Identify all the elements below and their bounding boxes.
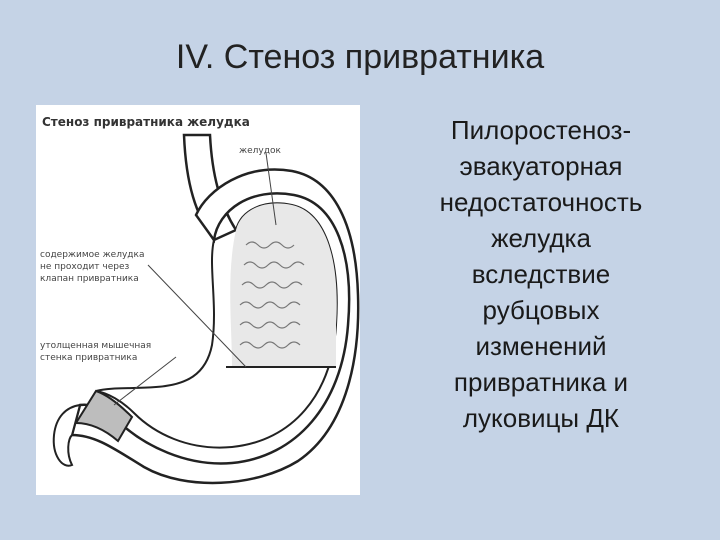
label-contents-line: содержимое желудка [40,250,145,260]
description-line: Пилоростеноз- [450,115,632,145]
description-line: изменений [475,331,607,361]
figure-caption: Стеноз привратника желудка [42,115,250,129]
label-pylorus-wall: утолщенная мышечная стенка привратника [40,340,180,364]
label-stomach: желудок [239,146,281,156]
contents-texture [239,241,305,349]
description-line: эвакуаторная [459,151,623,181]
description-line: вследствие [471,259,611,289]
duodenum-shape [52,403,82,467]
label-wall-line: стенка привратника [40,353,138,363]
stomach-illustration: Стеноз привратника желудка желудок содер… [36,105,360,495]
label-wall-line: утолщенная мышечная [40,341,152,351]
leader-contents [147,264,247,368]
label-contents: содержимое желудка не проходит через кла… [40,249,160,285]
description-text: Пилоростеноз- эвакуаторная недостаточнос… [396,112,686,436]
leader-wall [113,356,177,406]
description-line: желудка [491,223,591,253]
description-line: недостаточность [439,187,643,217]
stomach-outer-shape [70,168,360,485]
stomach-drawing [52,133,360,485]
pylorus-thickening [74,389,134,443]
description-line: луковицы ДК [462,403,620,433]
description-line: рубцовых [482,295,600,325]
description-line: привратника и [453,367,629,397]
slide-title: IV. Стеноз привратника [175,38,545,76]
leader-stomach [265,152,277,226]
lesser-curvature [95,239,215,392]
label-contents-line: клапан привратника [40,274,139,284]
label-contents-line: не проходит через [40,262,130,272]
